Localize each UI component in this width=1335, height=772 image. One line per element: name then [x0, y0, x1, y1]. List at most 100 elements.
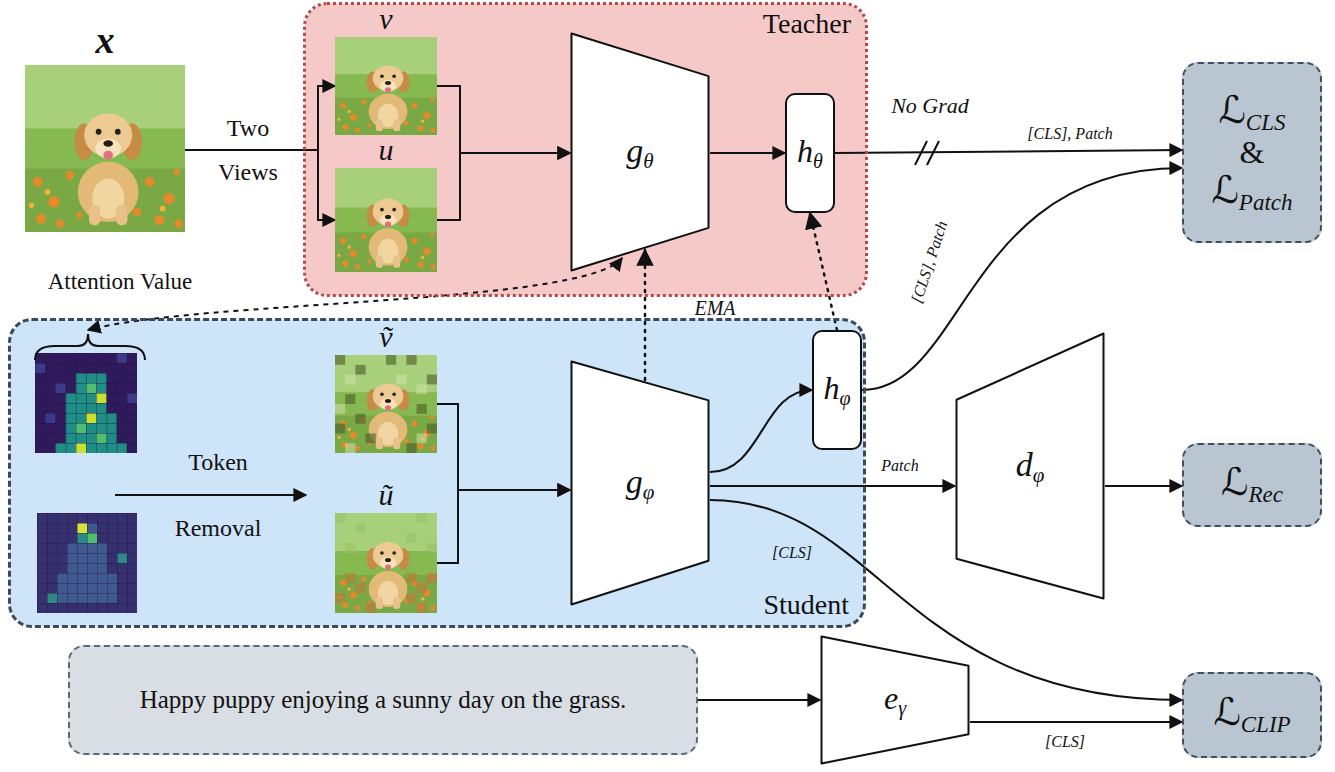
flow-arrow	[437, 153, 570, 220]
attention-map	[35, 353, 137, 453]
text-part: CLS	[1246, 110, 1286, 135]
masked-view: ṽ	[335, 355, 437, 453]
text-part: &	[1240, 134, 1265, 170]
math-symbol: hφ	[823, 371, 850, 409]
flow-arrow	[710, 152, 785, 154]
flow-arrow	[437, 404, 570, 490]
text-part: θ	[813, 150, 823, 172]
dog-picture	[335, 37, 437, 135]
trapezoid	[572, 34, 709, 271]
loss-box: ℒCLIP	[1182, 672, 1322, 758]
image-label: ṽ	[335, 322, 437, 352]
dog-picture	[335, 513, 437, 613]
image-label: u	[335, 135, 437, 165]
flow-arrow	[862, 168, 1182, 390]
photo	[335, 513, 437, 613]
loss-line: ℒRec	[1221, 462, 1283, 507]
text-part: d	[1016, 446, 1033, 483]
attention-map	[37, 513, 137, 613]
view-image: u	[335, 168, 437, 272]
flow-arrow	[437, 490, 570, 563]
trapezoid	[957, 334, 1104, 599]
edge-label: [CLS], Patch	[906, 214, 954, 309]
free-label: Token Removal	[168, 429, 268, 561]
token-removal-arrow	[115, 494, 306, 496]
text-part: e	[884, 680, 898, 716]
input-image: x	[25, 65, 185, 232]
text-part: h	[823, 370, 839, 406]
dog-picture	[25, 65, 185, 232]
token-mask	[335, 513, 437, 613]
projection-head: hφ	[812, 330, 862, 450]
dog-picture	[335, 168, 437, 272]
caption-text: Happy puppy enjoying a sunny day on the …	[126, 686, 641, 714]
text-part: ℒ	[1218, 88, 1245, 132]
masked-view: ũ	[335, 513, 437, 613]
text-part: CLIP	[1241, 712, 1291, 737]
math-symbol: gθ	[626, 132, 653, 173]
trapezoid	[572, 362, 709, 605]
token-mask	[335, 355, 437, 453]
text-part: φ	[839, 387, 850, 409]
view-image: v	[335, 37, 437, 135]
edge-label: [CLS]	[772, 544, 812, 562]
edge-label: [CLS]	[1045, 733, 1085, 751]
flow-arrow	[1105, 485, 1182, 487]
dog-picture	[335, 355, 437, 453]
ema-arrow	[644, 250, 647, 380]
text-part: φ	[643, 479, 655, 503]
photo	[25, 65, 185, 232]
ema-arrow	[810, 213, 837, 330]
text-part: Rec	[1248, 482, 1282, 507]
encoder-trapezoid: gθ	[570, 32, 710, 272]
free-label: EMA	[694, 297, 735, 320]
bracket	[35, 334, 145, 360]
text-part: ℒ	[1221, 460, 1248, 504]
math-symbol: eγ	[884, 681, 906, 719]
flow-arrow	[835, 150, 1182, 153]
text-part: ℒ	[1211, 168, 1238, 212]
loss-box: ℒRec	[1182, 443, 1322, 527]
flow-arrow	[710, 390, 812, 472]
text-part: θ	[643, 148, 653, 172]
image-label: x	[25, 21, 185, 59]
edge-label: Two Views	[213, 106, 283, 194]
loss-name: ℒCLS & ℒPatch	[1211, 90, 1292, 216]
text-part: γ	[898, 697, 906, 719]
trapezoid	[822, 637, 969, 764]
loss-box: ℒCLS & ℒPatch	[1182, 62, 1322, 243]
image-label: v	[335, 4, 437, 34]
caption-box: Happy puppy enjoying a sunny day on the …	[68, 645, 698, 755]
loss-name: ℒCLIP	[1213, 692, 1290, 737]
math-symbol: hθ	[797, 134, 823, 172]
edge-label: [CLS], Patch	[1027, 125, 1112, 143]
photo	[335, 168, 437, 272]
flow-arrow	[698, 699, 820, 701]
text-part: Patch	[1239, 190, 1293, 215]
region-title: Student	[763, 590, 849, 621]
loss-name: ℒRec	[1221, 462, 1283, 507]
loss-line: ℒCLIP	[1213, 692, 1290, 737]
encoder-trapezoid: gφ	[570, 360, 710, 606]
text-part: ℒ	[1213, 690, 1240, 734]
student-ground	[10, 320, 865, 627]
photo	[335, 37, 437, 135]
teacher-ground	[305, 4, 867, 296]
flow-arrow	[710, 485, 955, 487]
text-part: h	[797, 133, 813, 169]
photo	[335, 355, 437, 453]
text-part: g	[626, 132, 643, 169]
loss-line: &	[1211, 135, 1292, 170]
region-title: Teacher	[763, 9, 851, 40]
text-encoder: eγ	[820, 635, 970, 765]
decoder-trapezoid: dφ	[955, 332, 1105, 600]
student-region: Studentṽũgφhφ	[8, 318, 866, 628]
projection-head: hθ	[785, 93, 835, 213]
free-label: No Grad	[891, 93, 969, 118]
teacher-region: Teachervugθhθ	[303, 2, 868, 297]
loss-line: ℒPatch	[1211, 170, 1292, 215]
flow-arrow	[970, 721, 1182, 723]
math-symbol: gφ	[626, 463, 655, 504]
edge-label: Patch	[881, 457, 918, 475]
flow-arrow	[437, 86, 570, 153]
